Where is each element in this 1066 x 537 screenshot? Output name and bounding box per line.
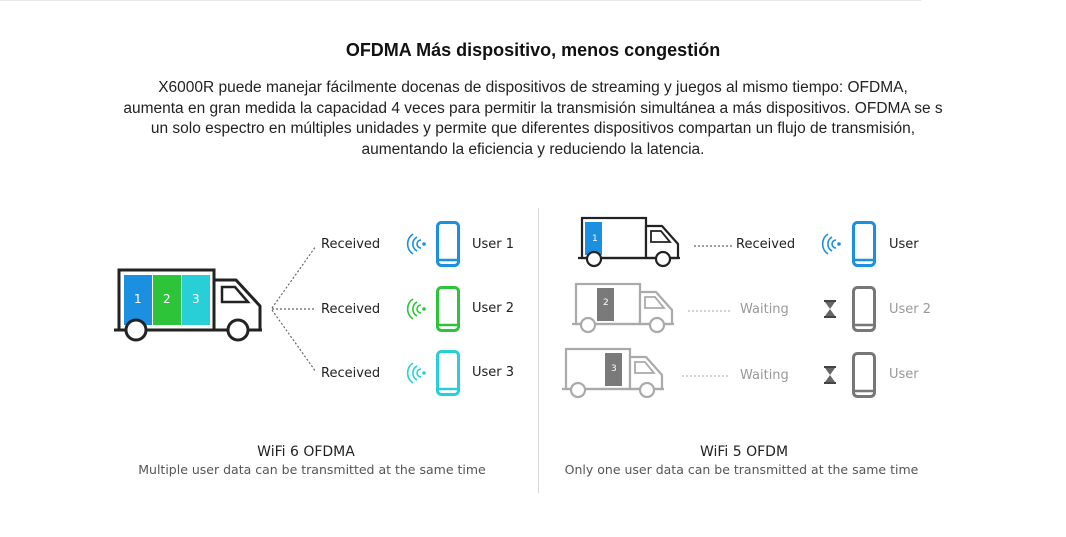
wifi6-caption-title: WiFi 6 OFDMA <box>257 444 355 460</box>
description-line-4: aumentando la eficiencia y reduciendo la… <box>361 140 705 158</box>
wifi5-truck-2-icon <box>572 282 674 334</box>
wifi6-row1-status: Received <box>321 237 381 252</box>
wifi5-truck-3-icon <box>562 347 664 399</box>
wifi5-row1-user: User <box>889 237 919 252</box>
description-line-3: un solo espectro en múltiples unidades y… <box>150 120 916 137</box>
wifi6-row2-user: User 2 <box>472 301 515 316</box>
wifi5-block-2: 2 <box>603 298 609 308</box>
wifi-signal-icon <box>406 362 426 384</box>
description-line-1: X6000R puede manejar fácilmente docenas … <box>158 79 908 96</box>
wifi6-row1-user: User 1 <box>472 237 515 252</box>
wifi6-user2-phone-icon <box>436 286 460 332</box>
description-paragraph: X6000R puede manejar fácilmente docenas … <box>0 78 1066 160</box>
panel-divider <box>538 208 539 493</box>
wifi6-row3-user: User 3 <box>472 365 515 380</box>
wifi6-block-2: 2 <box>163 292 171 306</box>
wifi5-block-3: 3 <box>611 364 617 374</box>
wifi6-user1-phone-icon <box>436 221 460 267</box>
wifi6-truck-icon <box>114 268 262 342</box>
hourglass-icon <box>824 300 836 318</box>
wifi5-row3-status: Waiting <box>740 368 789 383</box>
wifi6-block-3: 3 <box>192 292 200 306</box>
wifi5-row3-user: User <box>889 367 919 382</box>
wifi5-row2-status: Waiting <box>740 302 789 317</box>
wifi5-row2-user: User 2 <box>889 302 932 317</box>
wifi5-transmission-lines <box>682 245 732 377</box>
wifi5-block-1: 1 <box>592 234 598 244</box>
wifi-signal-icon <box>406 233 426 255</box>
wifi5-truck-1-icon <box>578 216 680 268</box>
hourglass-icon <box>824 366 836 384</box>
wifi6-user3-phone-icon <box>436 350 460 396</box>
top-divider <box>0 0 921 1</box>
wifi-signal-icon <box>406 298 426 320</box>
wifi6-caption-subtitle: Multiple user data can be transmitted at… <box>138 462 486 477</box>
wifi6-row2-status: Received <box>321 302 381 317</box>
wifi-signal-icon <box>821 233 841 255</box>
description-line-2: aumenta en gran medida la capacidad 4 ve… <box>123 99 943 117</box>
wifi5-user3-phone-icon <box>852 352 876 398</box>
page-title: OFDMA Más dispositivo, menos congestión <box>345 40 721 60</box>
wifi5-caption-subtitle: Only one user data can be transmitted at… <box>564 462 919 477</box>
wifi6-transmission-lines <box>271 245 317 373</box>
wifi5-user2-phone-icon <box>852 286 876 332</box>
wifi5-caption-title: WiFi 5 OFDM <box>699 444 789 460</box>
wifi5-user1-phone-icon <box>852 221 876 267</box>
wifi6-row3-status: Received <box>321 366 381 381</box>
wifi5-row1-status: Received <box>736 237 796 252</box>
wifi6-block-1: 1 <box>134 292 142 306</box>
